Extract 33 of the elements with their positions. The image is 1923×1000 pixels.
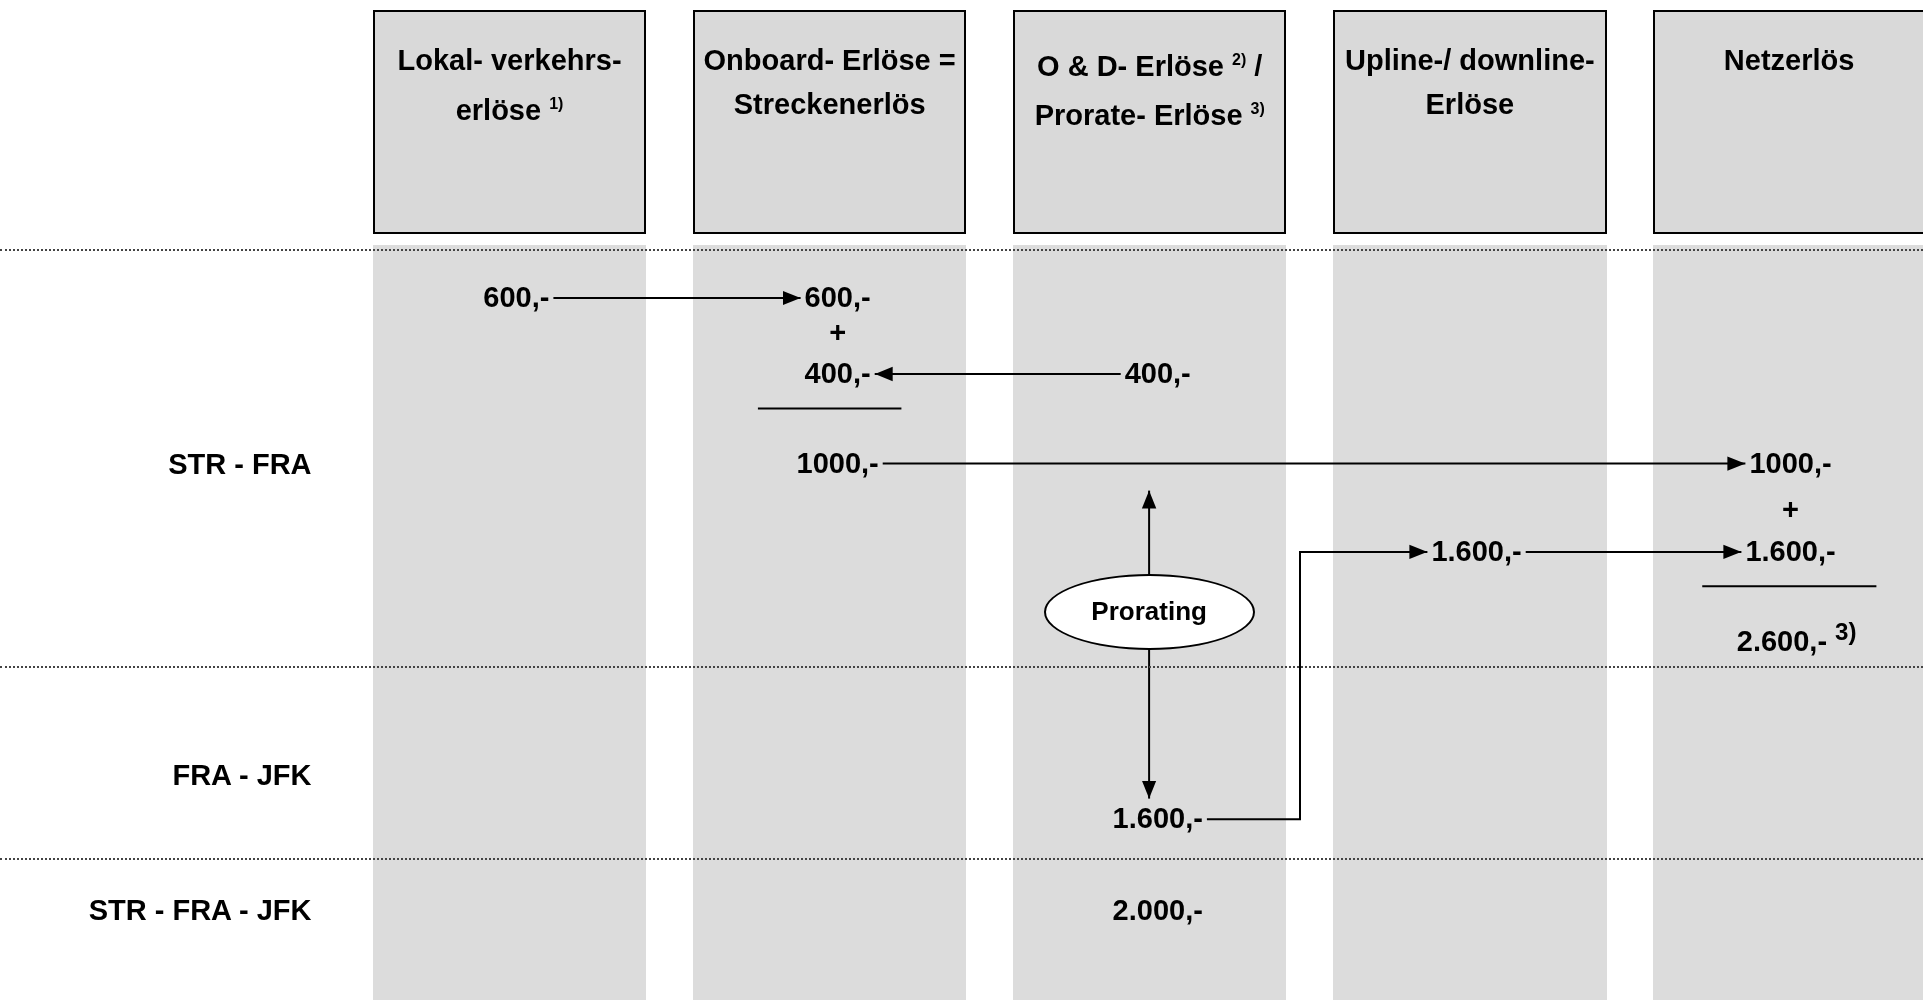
arrow	[881, 456, 1747, 471]
column-heading: Netzerlös	[1722, 42, 1856, 78]
total-amount: 2.000,-	[1112, 893, 1203, 927]
column-heading: Onboard- Erlöse = Streckenerlös	[702, 42, 957, 122]
amount: 1.600,-	[1745, 535, 1836, 569]
header-box	[1013, 9, 1287, 235]
arrow	[1524, 544, 1743, 560]
sum-amount: 2.600,- $^{3)}$	[1736, 617, 1857, 658]
amount: 600,-	[483, 281, 550, 315]
amount: 1000,-	[796, 446, 879, 481]
arrow	[1141, 489, 1157, 575]
header-box	[372, 9, 647, 235]
header-box	[1333, 9, 1607, 235]
amount: 1000,-	[1749, 446, 1832, 481]
arrow	[1205, 544, 1429, 821]
column-heading: O & D- Erlöse $^{2)}$ / Prorate- Erlöse $^{3)}$	[1033, 48, 1266, 134]
arrow	[552, 290, 802, 306]
row-label: STR - FRA	[168, 447, 312, 481]
column-heading: Upline-/ downline- Erlöse	[1344, 42, 1596, 122]
row-label: STR - FRA - JFK	[88, 893, 312, 927]
header-box	[1653, 9, 1923, 235]
row-label: FRA - JFK	[172, 758, 312, 792]
amount: 400,-	[1124, 357, 1191, 391]
plus-sign: +	[1782, 492, 1799, 526]
plus-sign: +	[829, 315, 847, 349]
header-box	[692, 9, 967, 235]
amount: 1.600,-	[1431, 535, 1522, 569]
arrow	[1141, 649, 1157, 800]
column-heading: Lokal- verkehrs- erlöse $^{1)}$	[396, 42, 623, 128]
amount: 600,-	[804, 281, 871, 315]
arrow	[873, 366, 1122, 382]
amount: 1.600,-	[1112, 802, 1203, 836]
amount: 400,-	[804, 357, 871, 391]
